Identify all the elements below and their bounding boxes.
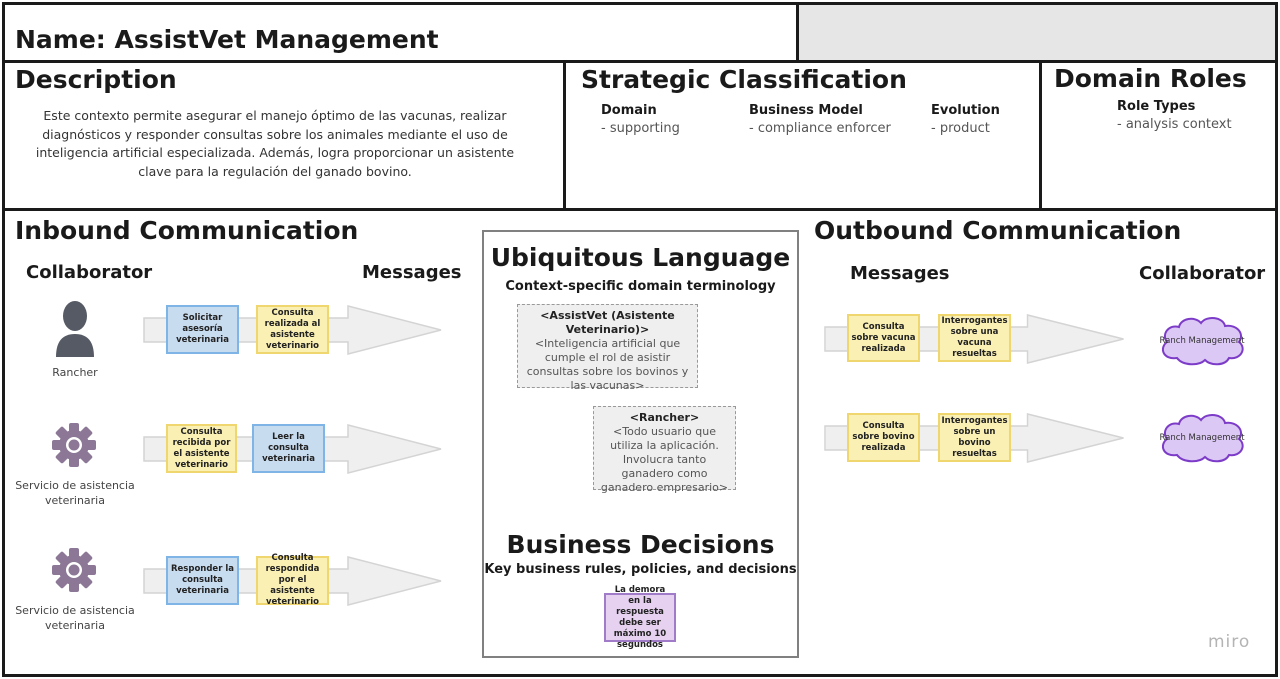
term-definition: <Inteligencia artificial que cumple el r… — [526, 337, 689, 392]
inbound-title: Inbound Communication — [15, 216, 359, 245]
inbound-messages-header: Messages — [362, 262, 462, 283]
role-types-label: Role Types — [1117, 99, 1196, 114]
cloud-icon — [1161, 317, 1244, 366]
strategic-title: Strategic Classification — [581, 65, 907, 94]
message-note[interactable]: Leer la consulta veterinaria — [252, 424, 325, 473]
ubiquitous-language-box — [482, 230, 799, 658]
message-note[interactable]: Responder la consulta veterinaria — [166, 556, 239, 605]
message-note[interactable]: Consulta respondida por el asistente vet… — [256, 553, 329, 607]
role-types-value: - analysis context — [1117, 117, 1232, 132]
header-gray-border — [796, 2, 1278, 63]
outbound-title: Outbound Communication — [814, 216, 1182, 245]
collaborator-label: Ranch Management — [1159, 432, 1245, 443]
strategic-classification-section — [563, 60, 1042, 211]
description-title: Description — [15, 65, 177, 94]
business-decision-note[interactable]: La demora en la respuesta debe ser máxim… — [604, 585, 676, 650]
cloud-icon — [1161, 414, 1244, 463]
message-note[interactable]: Solicitar asesoría veterinaria — [166, 305, 239, 354]
outbound-messages-header: Messages — [850, 263, 950, 284]
description-text: Este contexto permite asegurar el manejo… — [35, 108, 515, 179]
inbound-collaborator-label: Servicio de asistencia veterinaria — [15, 604, 135, 632]
business-decisions-title: Business Decisions — [506, 530, 775, 559]
domain-roles-title: Domain Roles — [1054, 64, 1247, 93]
user-icon — [56, 301, 94, 357]
message-note[interactable]: Consulta recibida por el asistente veter… — [166, 424, 237, 473]
inbound-collaborator-header: Collaborator — [26, 262, 153, 283]
ubiquitous-title: Ubiquitous Language — [490, 243, 791, 272]
term-card[interactable]: <AssistVet (Asistente Veterinario)> <Int… — [517, 304, 698, 392]
collaborator-label: Ranch Management — [1159, 335, 1245, 346]
message-note[interactable]: Consulta sobre bovino realizada — [847, 413, 920, 462]
header-gray-block — [799, 5, 1277, 60]
business-model-value: - compliance enforcer — [749, 121, 891, 136]
term-name: <Rancher> — [629, 411, 700, 424]
outbound-collaborator-header: Collaborator — [1139, 263, 1266, 284]
business-model-label: Business Model — [749, 103, 863, 118]
miro-watermark: miro — [1208, 632, 1251, 652]
term-definition: <Todo usuario que utiliza la aplicación.… — [600, 425, 729, 494]
message-note[interactable]: Interrogantes sobre una vacuna resueltas — [938, 314, 1011, 362]
domain-value: - supporting — [601, 121, 680, 136]
gear-icon — [52, 548, 96, 592]
inbound-collaborator-label: Rancher — [52, 366, 98, 379]
term-name: <AssistVet (Asistente Veterinario)> — [540, 309, 675, 336]
context-name: Name: AssistVet Management — [15, 25, 439, 54]
inbound-collaborator-label: Servicio de asistencia veterinaria — [15, 479, 135, 507]
evolution-label: Evolution — [931, 103, 1000, 118]
outbound-collaborator[interactable]: Ranch Management — [1157, 314, 1247, 368]
message-note[interactable]: Consulta sobre vacuna realizada — [847, 314, 920, 362]
message-note[interactable]: Interrogantes sobre un bovino resueltas — [938, 413, 1011, 462]
domain-label: Domain — [601, 103, 657, 118]
ubiquitous-subtitle: Context-specific domain terminology — [505, 279, 776, 294]
gear-icon — [52, 423, 96, 467]
domain-roles-section — [1039, 60, 1278, 211]
business-decisions-subtitle: Key business rules, policies, and decisi… — [484, 562, 797, 577]
message-note[interactable]: Consulta realizada al asistente veterina… — [256, 305, 329, 354]
evolution-value: - product — [931, 121, 990, 136]
term-card[interactable]: <Rancher> <Todo usuario que utiliza la a… — [593, 406, 736, 494]
outbound-collaborator[interactable]: Ranch Management — [1157, 411, 1247, 465]
